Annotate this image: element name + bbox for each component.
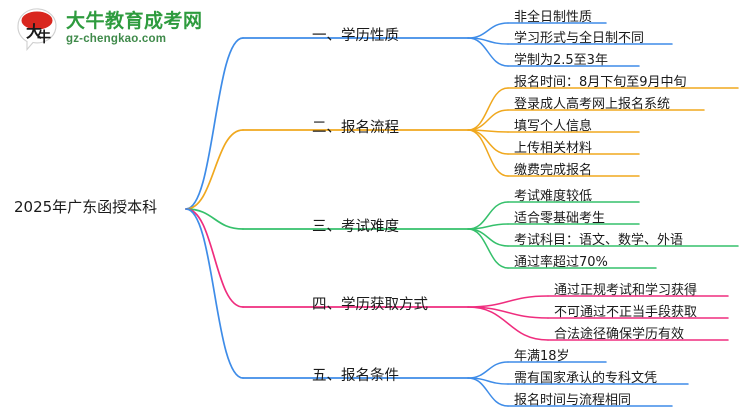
leaf-label[interactable]: 需有国家承认的专科文凭 [514, 371, 658, 386]
svg-text:牛: 牛 [37, 29, 51, 46]
leaf-label[interactable]: 适合零基础考生 [514, 211, 606, 226]
leaf-label[interactable]: 通过率超过70% [514, 255, 608, 270]
branch-label-4[interactable]: 四、学历获取方式 [312, 297, 428, 313]
leaf-label[interactable]: 合法途径确保学历有效 [554, 327, 685, 342]
branch-label-5[interactable]: 五、报名条件 [312, 368, 399, 384]
logo-text: 大牛教育成考网 gz-chengkao.com [66, 12, 203, 46]
leaf-label[interactable]: 非全日制性质 [514, 10, 593, 25]
leaf-label[interactable]: 学习形式与全日制不同 [514, 31, 645, 46]
leaf-label[interactable]: 学制为2.5至3年 [514, 53, 608, 68]
logo-subtitle: gz-chengkao.com [66, 33, 167, 46]
leaf-label[interactable]: 报名时间：8月下旬至9月中旬 [514, 75, 687, 90]
leaf-label[interactable]: 年满18岁 [514, 349, 570, 364]
svg-text:大: 大 [26, 22, 42, 41]
logo-mark-icon: 大 牛 [14, 6, 60, 52]
branch-label-1[interactable]: 一、学历性质 [312, 28, 399, 44]
leaf-label[interactable]: 考试科目：语文、数学、外语 [514, 233, 684, 248]
leaf-label[interactable]: 考试难度较低 [514, 189, 593, 204]
branch-label-3[interactable]: 三、考试难度 [312, 219, 399, 235]
leaf-label[interactable]: 登录成人高考网上报名系统 [514, 97, 671, 112]
site-logo: 大 牛 大牛教育成考网 gz-chengkao.com [14, 6, 203, 52]
leaf-label[interactable]: 不可通过不正当手段获取 [554, 305, 698, 320]
leaf-label[interactable]: 通过正规考试和学习获得 [554, 283, 698, 298]
logo-title: 大牛教育成考网 [66, 10, 203, 33]
leaf-label[interactable]: 报名时间与流程相同 [514, 393, 632, 408]
leaf-label[interactable]: 缴费完成报名 [514, 163, 593, 178]
leaf-label[interactable]: 上传相关材料 [514, 141, 593, 156]
branch-label-2[interactable]: 二、报名流程 [312, 120, 399, 136]
root-node: 2025年广东函授本科 [14, 198, 158, 216]
leaf-label[interactable]: 填写个人信息 [514, 119, 593, 134]
